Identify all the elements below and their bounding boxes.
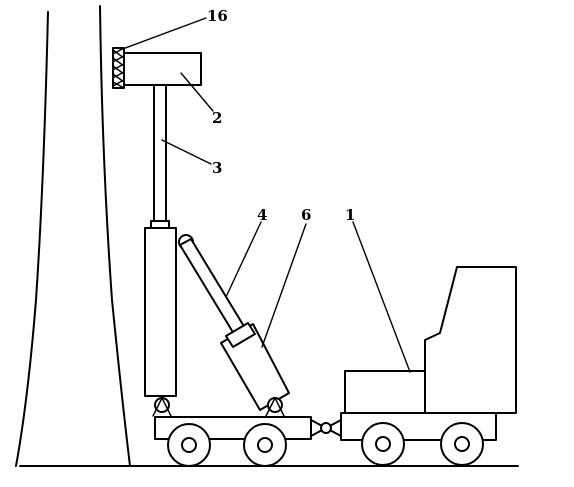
label-3: 3 bbox=[212, 159, 222, 177]
label-1: 1 bbox=[345, 206, 355, 224]
inclined-joint-bracket bbox=[265, 396, 285, 417]
tower-outline bbox=[15, 5, 131, 467]
leader-2 bbox=[180, 72, 214, 112]
engine-box bbox=[344, 370, 426, 414]
piston-rod bbox=[153, 84, 167, 229]
label-16: 16 bbox=[207, 7, 228, 25]
inclined-rod bbox=[179, 238, 246, 335]
wheel-front-1 bbox=[167, 423, 211, 467]
label-2: 2 bbox=[212, 109, 222, 127]
head-block bbox=[123, 52, 202, 86]
leader-4 bbox=[225, 221, 262, 298]
wheel-rear-2 bbox=[440, 422, 484, 466]
wheel-rear-1 bbox=[361, 422, 405, 466]
cab bbox=[424, 266, 517, 414]
inclined-cylinder-joint bbox=[267, 397, 283, 413]
leader-6 bbox=[261, 223, 307, 348]
coupling-pin bbox=[320, 422, 332, 434]
leader-16 bbox=[119, 17, 207, 51]
leader-1 bbox=[352, 221, 411, 373]
vertical-cylinder bbox=[144, 227, 177, 397]
joint-bracket bbox=[152, 396, 172, 417]
contact-pad bbox=[112, 47, 125, 89]
wheel-front-2 bbox=[243, 423, 287, 467]
label-6: 6 bbox=[301, 206, 311, 224]
coupling bbox=[310, 419, 327, 437]
leader-3 bbox=[161, 139, 212, 165]
label-4: 4 bbox=[257, 206, 267, 224]
vertical-cylinder-joint bbox=[154, 397, 170, 413]
inclined-cylinder-collar bbox=[225, 322, 256, 348]
